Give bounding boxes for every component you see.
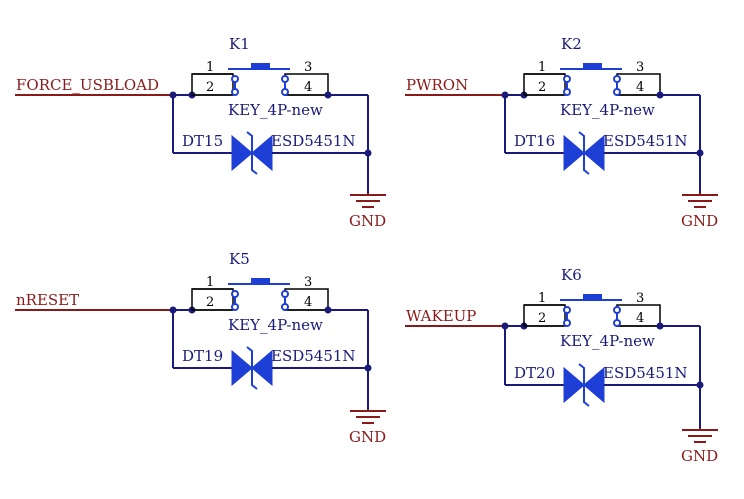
contact-4 (613, 319, 621, 327)
diode-bar (578, 363, 590, 407)
pin-number: 4 (304, 295, 312, 310)
pin-number: 1 (538, 60, 546, 75)
contact-4 (613, 88, 621, 96)
diode-triangle-right (251, 134, 273, 172)
switch-plunger (251, 63, 270, 69)
gnd-label: GND (681, 447, 718, 465)
contact-4 (281, 303, 289, 311)
contact-3 (613, 306, 621, 314)
pin-number: 3 (636, 60, 644, 75)
diode-bar (246, 346, 258, 390)
net-label: WAKEUP (406, 307, 476, 325)
contact-1 (231, 290, 239, 298)
pin-number: 3 (304, 60, 312, 75)
diode-triangle-right (251, 349, 273, 387)
diode-ref: DT20 (514, 364, 555, 382)
diode-triangle-left (231, 134, 253, 172)
diode-triangle-left (563, 366, 585, 404)
diode-bar (246, 131, 258, 175)
contact-1 (231, 75, 239, 83)
contact-4 (281, 88, 289, 96)
gnd-label: GND (349, 212, 386, 230)
diode-triangle-right (583, 134, 605, 172)
pin-number: 1 (206, 275, 214, 290)
contact-3 (613, 75, 621, 83)
gnd-label: GND (681, 212, 718, 230)
key-ref: K6 (561, 266, 582, 284)
diode-value: ESD5451N (603, 364, 688, 382)
pin-number: 3 (636, 291, 644, 306)
diode-triangle-left (231, 349, 253, 387)
net-label: PWRON (406, 76, 468, 94)
diode-value: ESD5451N (271, 347, 356, 365)
contact-3 (281, 75, 289, 83)
key-value: KEY_4P-new (228, 101, 323, 119)
diode-ref: DT19 (182, 347, 223, 365)
switch-plunger (583, 294, 602, 300)
pin-number: 3 (304, 275, 312, 290)
pin-number: 2 (206, 80, 214, 95)
key-ref: K2 (561, 35, 582, 53)
net-label: nRESET (16, 291, 79, 309)
pin-number: 2 (538, 311, 546, 326)
diode-value: ESD5451N (271, 132, 356, 150)
diode-triangle-right (583, 366, 605, 404)
pin-number: 2 (206, 295, 214, 310)
net-label: FORCE_USBLOAD (16, 76, 159, 94)
contact-1 (563, 75, 571, 83)
diode-bar (578, 131, 590, 175)
key-value: KEY_4P-new (560, 101, 655, 119)
diode-value: ESD5451N (603, 132, 688, 150)
contact-2 (563, 88, 571, 96)
pin-number: 4 (304, 80, 312, 95)
key-value: KEY_4P-new (228, 316, 323, 334)
diode-ref: DT16 (514, 132, 555, 150)
pin-number: 1 (538, 291, 546, 306)
key-value: KEY_4P-new (560, 332, 655, 350)
pin-number: 2 (538, 80, 546, 95)
contact-2 (231, 88, 239, 96)
diode-triangle-left (563, 134, 585, 172)
contact-2 (563, 319, 571, 327)
switch-plunger (583, 63, 602, 69)
pin-number: 4 (636, 80, 644, 95)
contact-2 (231, 303, 239, 311)
contact-1 (563, 306, 571, 314)
pin-number: 4 (636, 311, 644, 326)
contact-3 (281, 290, 289, 298)
diode-ref: DT15 (182, 132, 223, 150)
switch-plunger (251, 278, 270, 284)
key-ref: K1 (229, 35, 250, 53)
gnd-label: GND (349, 428, 386, 446)
pin-number: 1 (206, 60, 214, 75)
key-ref: K5 (229, 250, 250, 268)
